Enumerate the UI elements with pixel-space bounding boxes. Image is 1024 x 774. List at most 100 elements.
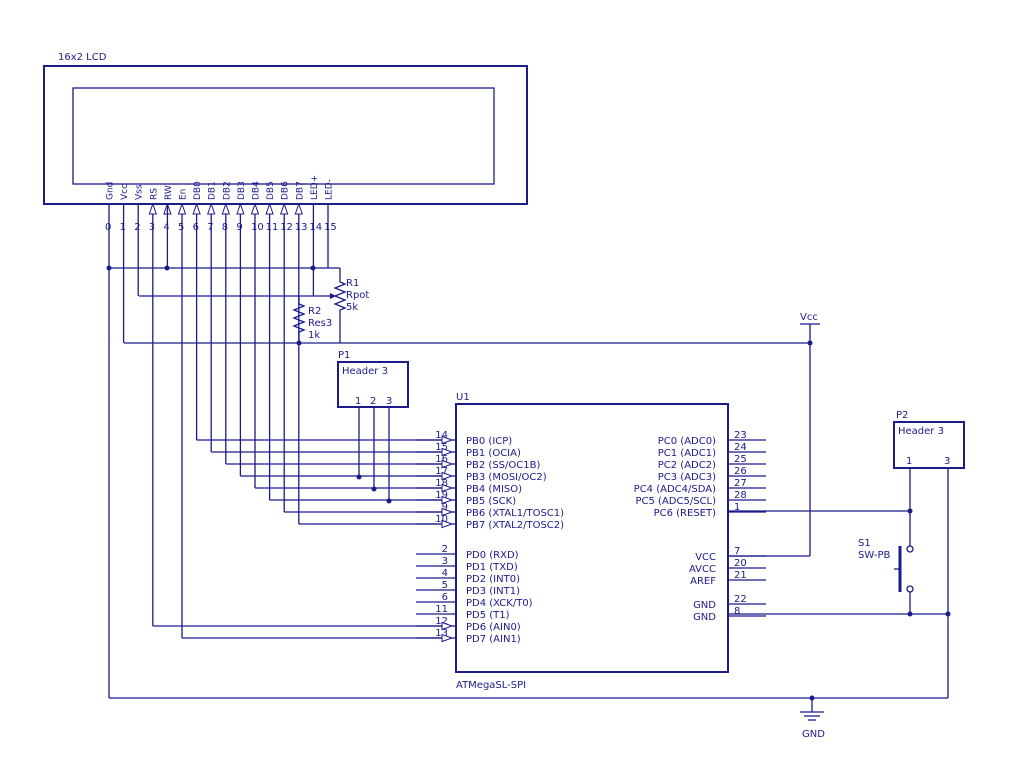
u1-right-pin-label: PC5 (ADC5/SCL) (635, 496, 716, 507)
junction-dot (907, 508, 913, 514)
u1-left-pin-number: 2 (442, 544, 448, 555)
p1-ref: P1 (338, 350, 350, 361)
s1-name: SW-PB (858, 550, 890, 561)
lcd-pin-label: Gnd (106, 182, 116, 200)
lcd-pins: Gnd0Vcc1Vss2RS3RW4En5DB06DB17DB28DB39DB4… (105, 175, 337, 233)
p1-name: Header 3 (342, 366, 388, 377)
u1-right-pin-number: 24 (734, 442, 747, 453)
u1-left-pin-number: 12 (435, 616, 448, 627)
u1-left-pin-number: 17 (435, 466, 448, 477)
u1-left-pin-label: PB2 (SS/OC1B) (466, 460, 540, 471)
lcd-pin-label: DB6 (281, 181, 291, 200)
p2-ref: P2 (896, 410, 908, 421)
lcd-pin-number: 2 (134, 222, 140, 233)
u1-right-pin-label: PC3 (ADC3) (658, 472, 716, 483)
p1-pin-2: 2 (370, 396, 376, 407)
lcd-pin-number: 13 (295, 222, 308, 233)
lcd-title: 16x2 LCD (58, 52, 107, 63)
junction-dot (907, 611, 913, 617)
u1-left-pin-number: 9 (442, 502, 448, 513)
u1-right-pin-number: 25 (734, 454, 747, 465)
lcd-pin-arrow (250, 202, 260, 215)
u1-right-pin-number: 26 (734, 466, 747, 477)
u1-left-pin-label: PD4 (XCK/T0) (466, 598, 533, 609)
u1-left-pin-label: PB7 (XTAL2/TOSC2) (466, 520, 564, 531)
p1-pin-3: 3 (386, 396, 392, 407)
lcd-pin-arrow (148, 202, 158, 215)
u1-left-pin-label: PB5 (SCK) (466, 496, 516, 507)
lcd-pin-number: 3 (149, 222, 155, 233)
junction-dot (371, 486, 377, 492)
lcd-pin-label: Vss (135, 184, 145, 200)
r2-value: 1k (308, 330, 320, 341)
lcd-pin-arrow (279, 202, 289, 215)
u1-right-pin-number: 8 (734, 606, 740, 617)
r2-name: Res3 (308, 318, 332, 329)
r1-resistor (333, 281, 347, 311)
junction-dot (945, 611, 951, 617)
u1-right-pin-label: AVCC (689, 564, 716, 575)
u1-left-pin-label: PD7 (AIN1) (466, 634, 521, 645)
lcd-pin-number: 14 (309, 222, 322, 233)
s1-contact-bottom (906, 585, 914, 593)
lcd-pin-number: 1 (120, 222, 126, 233)
p2-pin-1: 1 (906, 456, 912, 467)
lcd-pin-number: 4 (163, 222, 169, 233)
u1-body (455, 403, 729, 673)
lcd-pin-arrow (206, 202, 216, 215)
u1-right-pin-number: 1 (734, 502, 740, 513)
u1-left-pin-number: 3 (442, 556, 448, 567)
u1-ref: U1 (456, 392, 470, 403)
u1-left-pin-label: PD1 (TXD) (466, 562, 518, 573)
lcd-pin-number: 12 (280, 222, 293, 233)
u1-left-pin-number: 16 (435, 454, 448, 465)
lcd-pin-number: 6 (193, 222, 199, 233)
lcd-pin-label: DB3 (237, 181, 247, 200)
u1-right-pin-label: PC4 (ADC4/SDA) (634, 484, 716, 495)
lcd-pin-label: RW (164, 185, 174, 200)
s1-contact-top (906, 545, 914, 553)
u1-right-pin-number: 22 (734, 594, 747, 605)
lcd-pin-number: 7 (207, 222, 213, 233)
lcd-pin-label: Vcc (120, 184, 130, 200)
lcd-screen (72, 87, 495, 185)
lcd-pin-label: LED- (325, 179, 335, 200)
u1-left-pin-number: 14 (435, 430, 448, 441)
u1-left-pin-label: PD5 (T1) (466, 610, 510, 621)
u1-right-pin-number: 23 (734, 430, 747, 441)
lcd-pin-arrow (177, 202, 187, 215)
u1-left-pin-number: 13 (435, 628, 448, 639)
u1-right-pin-number: 28 (734, 490, 747, 501)
u1-left-pin-number: 4 (442, 568, 448, 579)
lcd-pin-label: DB5 (266, 181, 276, 200)
r2-ref: R2 (308, 306, 321, 317)
lcd-pin-arrow (265, 202, 274, 215)
lcd-pin-arrow (221, 202, 231, 215)
r1-name: Rpot (346, 290, 369, 301)
p2-header-body (893, 421, 965, 469)
u1-left-pin-label: PB3 (MOSI/OC2) (466, 472, 547, 483)
lcd-pin-label: DB4 (252, 181, 262, 200)
u1-left-pin-number: 10 (435, 514, 448, 525)
lcd-pin-number: 10 (251, 222, 264, 233)
u1-left-pin-number: 11 (435, 604, 448, 615)
u1-left-pin-number: 15 (435, 442, 448, 453)
lcd-pin-label: DB1 (208, 181, 218, 200)
lcd-pin-number: 15 (324, 222, 337, 233)
u1-left-pin-label: PB4 (MISO) (466, 484, 522, 495)
lcd-pin-label: DB0 (193, 181, 203, 200)
lcd-pin-arrow (236, 202, 245, 215)
u1-left-pin-label: PD0 (RXD) (466, 550, 519, 561)
lcd-pin-number: 8 (222, 222, 228, 233)
p2-name: Header 3 (898, 426, 944, 437)
junction-dot (386, 498, 392, 504)
u1-right-pin-number: 21 (734, 570, 747, 581)
lcd-to-u1-wires (108, 204, 442, 698)
junction-dot (356, 474, 362, 480)
lcd-pin-arrow (192, 202, 201, 215)
lcd-pin-label: En (179, 189, 189, 200)
u1-right-pin-label: GND (693, 600, 716, 611)
lcd-pin-number: 0 (105, 222, 111, 233)
